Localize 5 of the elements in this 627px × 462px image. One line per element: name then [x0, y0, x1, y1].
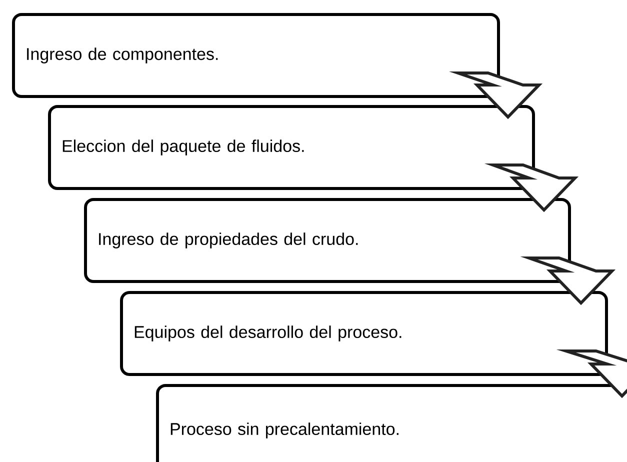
process-box: Equipos del desarrollo del proceso.	[120, 291, 608, 376]
process-box: Proceso sin precalentamiento.	[156, 384, 627, 462]
process-box: Ingreso de propiedades del crudo.	[84, 198, 571, 283]
process-box: Eleccion del paquete de fluidos.	[48, 105, 535, 190]
process-box: Ingreso de componentes.	[12, 13, 500, 98]
